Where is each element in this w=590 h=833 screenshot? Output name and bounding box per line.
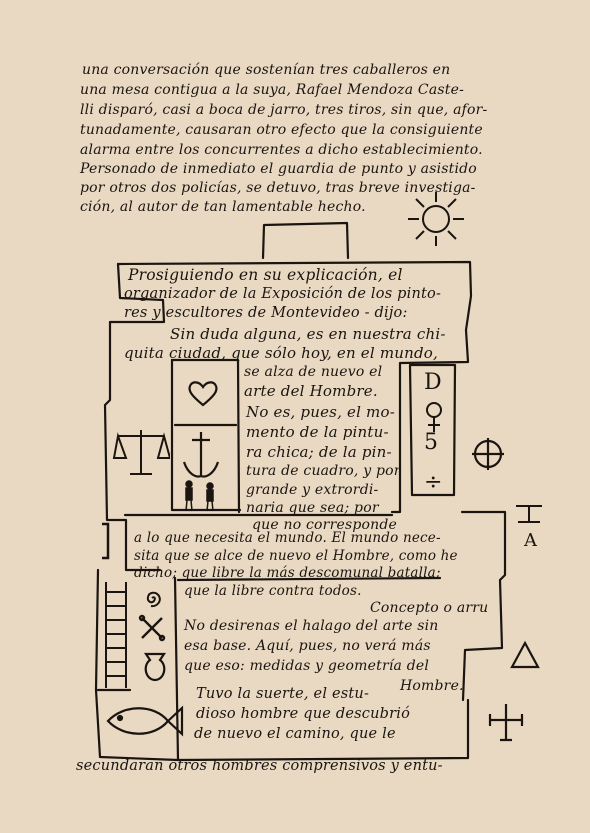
anchor-icon [182,432,220,478]
body-line: de nuevo el camino, que le [194,726,396,742]
female-sign-icon [426,402,442,432]
intro-line: alarma entre los concurrentes a dicho es… [80,142,483,158]
sun-icon [408,192,464,246]
side-letter-five: 5 [424,430,439,455]
x-icon [138,614,166,642]
intro-line: lli disparó, casi a boca de jarro, tres … [80,102,488,118]
body-line: secundaran otros hombres comprensivos y … [76,758,443,774]
ladder-icon [105,582,127,688]
body-line: quita ciudad, que sólo hoy, en el mundo, [124,344,438,362]
body-line: grande y extrordi- [246,482,379,498]
figures-icon [185,480,214,512]
body-line: ra chica; de la pin- [246,443,392,461]
side-letter-d: D [424,370,442,395]
body-line: mento de la pintu- [246,423,389,441]
triangle-icon [510,640,540,669]
spiral-icon [146,591,161,608]
intro-line: una conversación que sostenían tres caba… [82,62,451,78]
body-line: dioso hombre que descubrió [196,706,411,722]
body-line: Prosiguiendo en su explicación, el [128,266,403,284]
intro-line: una mesa contigua a la suya, Rafael Mend… [80,82,465,98]
intro-line: por otros dos policías, se detuvo, tras … [80,180,476,196]
cross-icon [488,704,524,742]
heart-icon [188,381,218,407]
scale-icon [112,430,170,475]
body-line: res y escultores de Montevideo - dijo: [124,305,408,321]
body-line: No es, pues, el mo- [246,403,395,421]
body-line: esa base. Aquí, pues, no verá más [184,638,431,654]
body-line: Hombre. [400,678,464,694]
body-line: que no corresponde [252,517,397,533]
a-letter-icon: A [524,530,538,551]
body-line: dicho; que libre la más descomunal batal… [134,565,441,581]
body-line: a lo que necesita el mundo. El mundo nec… [134,530,441,546]
intro-line: tunadamente, causaran otro efecto que la… [80,122,483,138]
side-divide-sign: ÷ [424,470,443,495]
body-line: Concepto o arru [370,600,489,616]
body-line: Sin duda alguna, es en nuestra chi- [170,325,446,343]
tick-marks-icon [516,505,542,523]
body-line: tura de cuadro, y por [246,463,401,479]
body-line: que eso: medidas y geometría del [184,658,430,674]
body-line: arte del Hombre. [244,382,378,400]
vase-icon [143,652,167,682]
body-line: No desirenas el halago del arte sin [184,618,439,634]
body-line: se alza de nuevo el [244,364,383,380]
body-line: que la libre contra todos. [184,583,362,599]
body-line: Tuvo la suerte, el estu- [196,686,370,702]
body-line: naria que sea; por [246,500,379,516]
body-line: organizador de la Exposición de los pint… [124,286,442,302]
crossed-circle-icon [472,438,504,470]
bracket-mark-icon [102,522,110,560]
fish-icon [106,705,184,737]
body-line: sita que se alce de nuevo el Hombre, com… [134,548,458,564]
intro-line: ción, al autor de tan lamentable hecho. [80,199,366,215]
intro-line: Personado de inmediato el guardia de pun… [80,161,477,177]
